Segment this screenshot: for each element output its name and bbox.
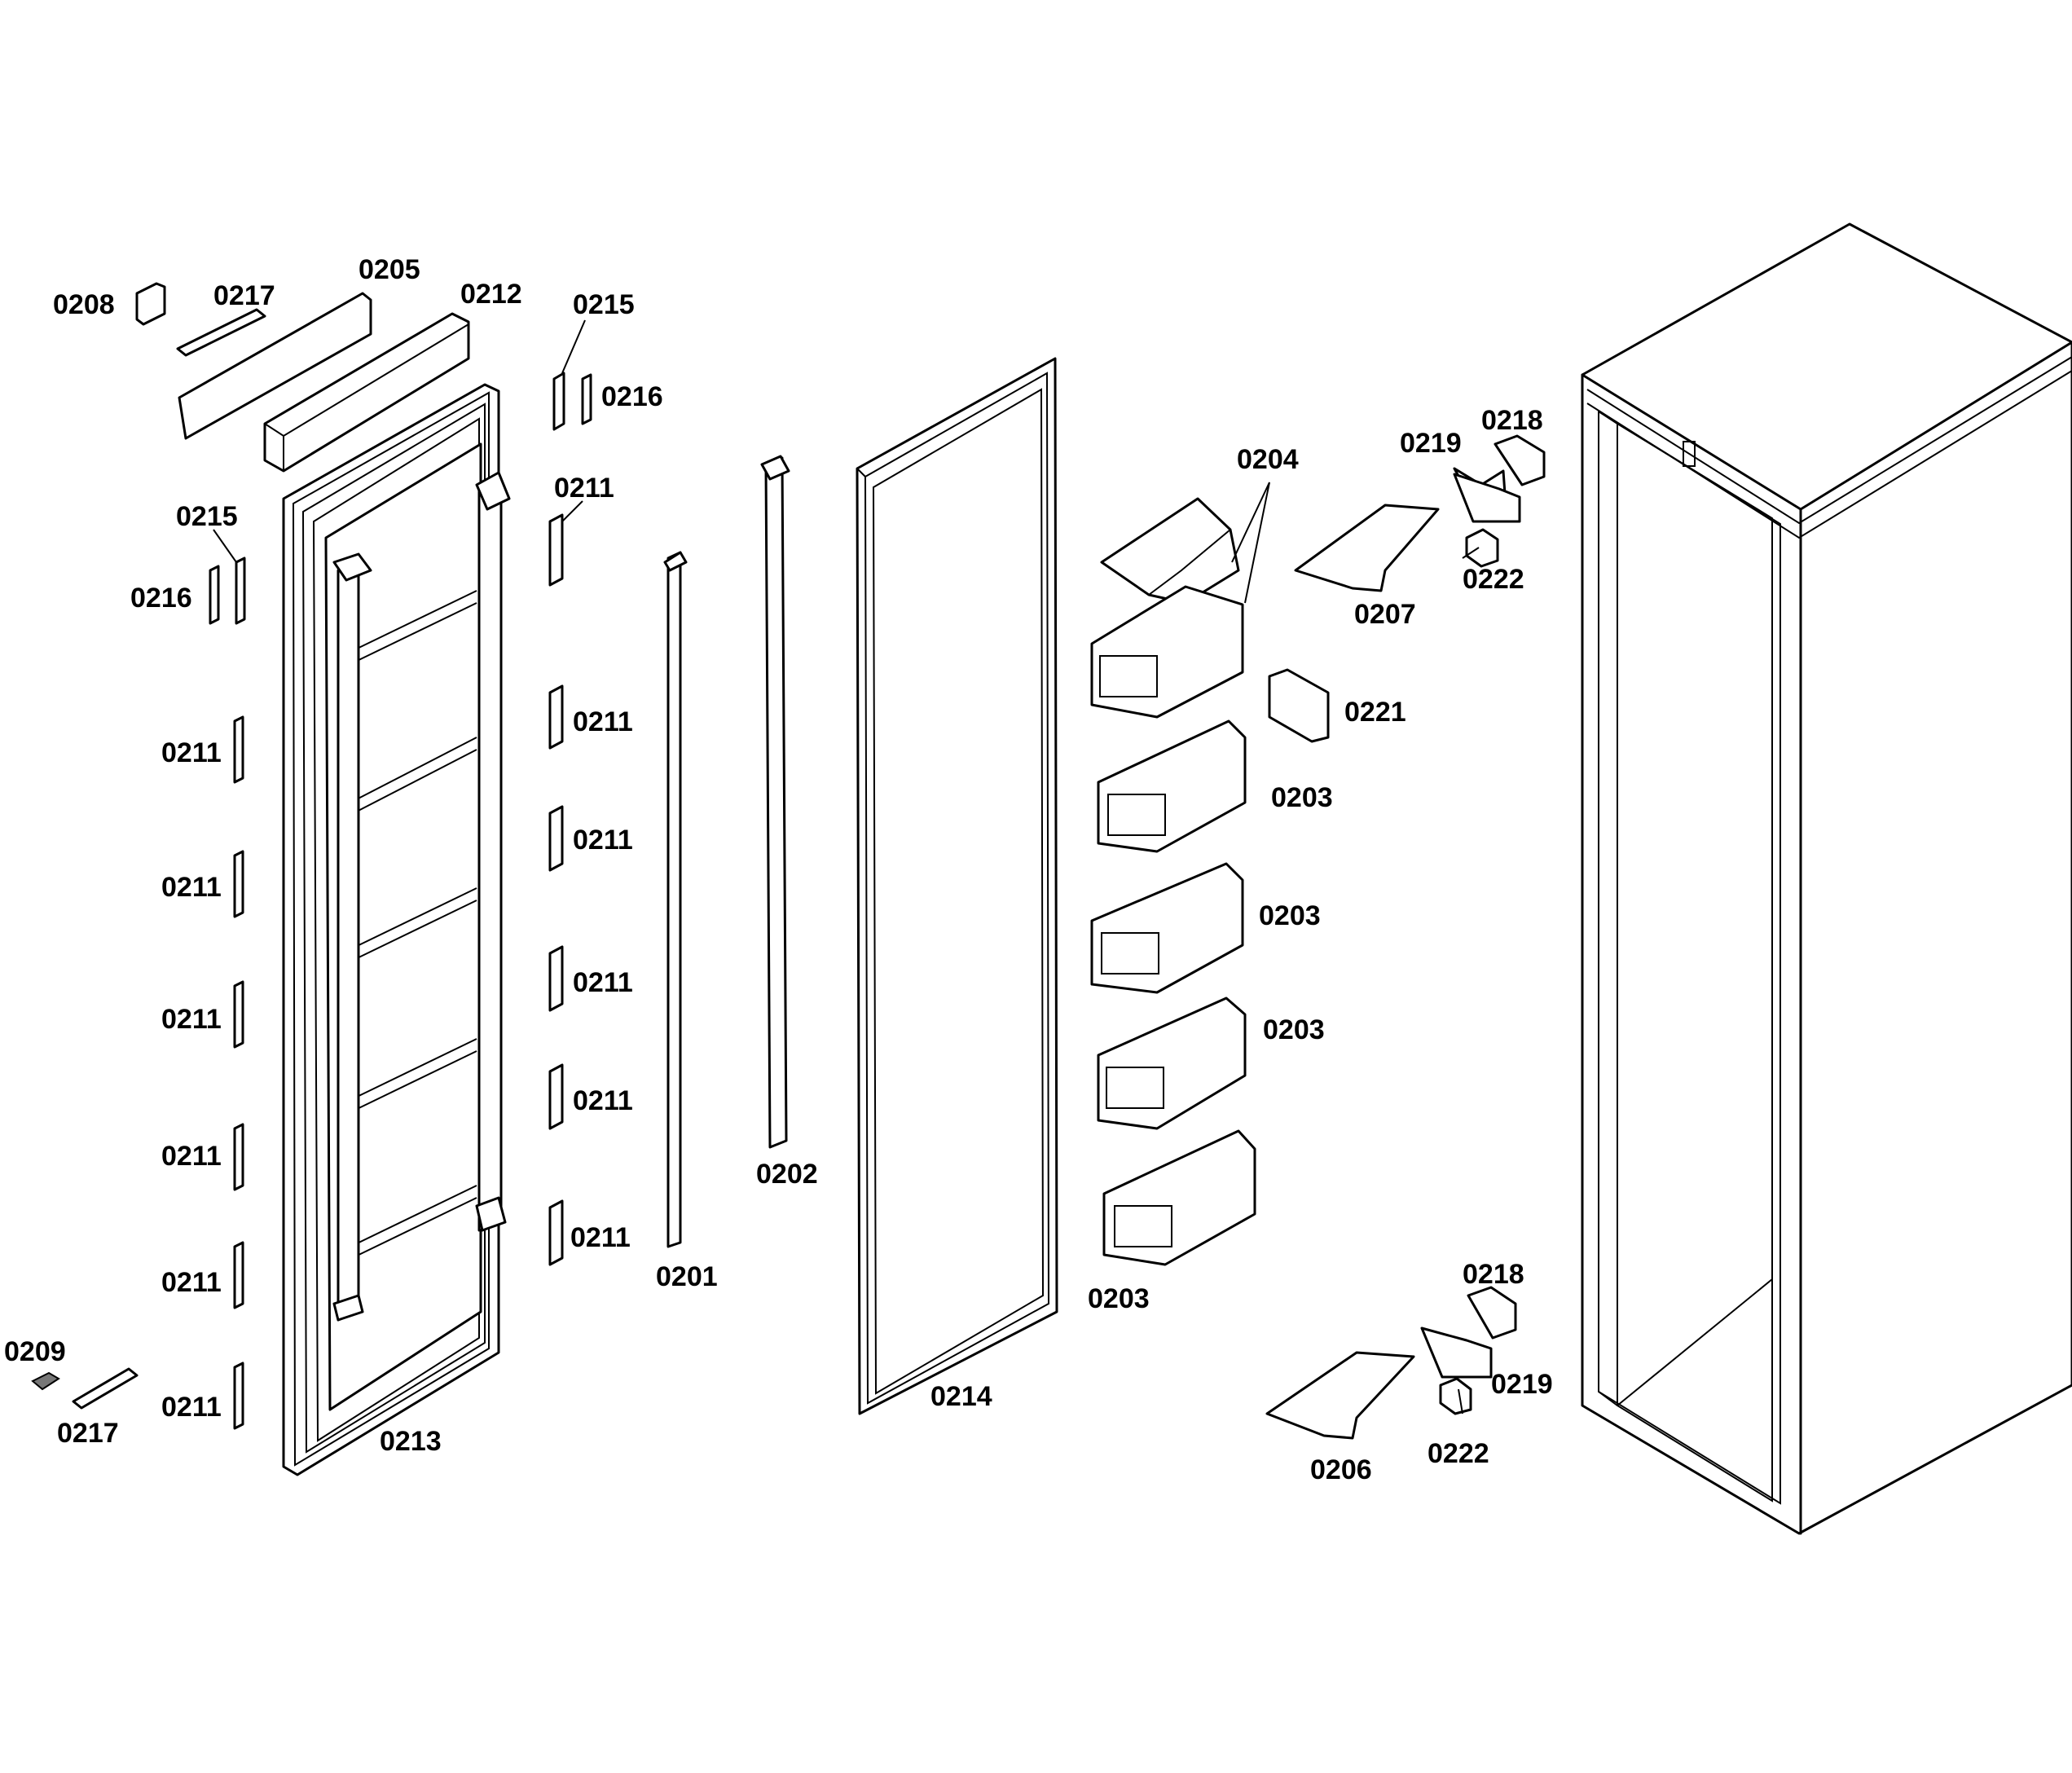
label-0215-upper: 0215 (573, 289, 635, 320)
label-0213: 0213 (380, 1426, 442, 1457)
door-liner-0213 (282, 383, 511, 1476)
top-parts (135, 282, 470, 473)
label-0208: 0208 (53, 289, 115, 320)
label-0211-left-5: 0211 (161, 1267, 222, 1298)
label-0203-2: 0203 (1259, 900, 1321, 931)
label-0211-right-4: 0211 (573, 967, 633, 998)
clip-parts (31, 372, 592, 1430)
label-0201: 0201 (656, 1261, 718, 1292)
breaker-strip-0201 (663, 551, 688, 1248)
label-0211-left-3: 0211 (161, 1004, 222, 1035)
label-0203-4: 0203 (1088, 1283, 1150, 1314)
label-0221: 0221 (1344, 697, 1406, 728)
label-0216-upper: 0216 (601, 381, 663, 412)
upper-hinge-assembly (1294, 434, 1546, 592)
part-labels: 0208 0217 0205 0212 0215 0216 0215 0216 … (4, 254, 1553, 1485)
label-0215-left: 0215 (176, 501, 238, 532)
label-0211-right-1: 0211 (554, 473, 614, 504)
label-0212: 0212 (460, 279, 522, 310)
label-0218-lower: 0218 (1463, 1259, 1524, 1290)
label-0211-right-5: 0211 (573, 1085, 633, 1116)
label-0217-top: 0217 (213, 280, 275, 311)
label-0206: 0206 (1310, 1454, 1372, 1485)
label-0216-left: 0216 (130, 583, 192, 614)
label-0219-lower: 0219 (1491, 1369, 1553, 1400)
label-0218-upper: 0218 (1481, 405, 1543, 436)
label-0222-lower: 0222 (1428, 1438, 1489, 1469)
label-0222-upper: 0222 (1463, 564, 1524, 595)
label-0219-upper: 0219 (1400, 428, 1462, 459)
lower-hinge-assembly (1265, 1286, 1517, 1440)
label-0211-right-3: 0211 (573, 825, 633, 856)
label-0211-left-1: 0211 (161, 737, 222, 768)
label-0211-left-2: 0211 (161, 872, 222, 903)
refrigerator-cabinet (1581, 222, 2072, 1535)
label-0209: 0209 (4, 1336, 66, 1367)
label-0205: 0205 (359, 254, 420, 285)
label-0211-right-2: 0211 (573, 706, 633, 737)
label-0202: 0202 (756, 1159, 818, 1190)
label-0211-left-6: 0211 (161, 1392, 222, 1423)
label-0214: 0214 (930, 1381, 992, 1412)
label-0211-right-6: 0211 (570, 1222, 631, 1253)
breaker-strip-0202 (760, 455, 790, 1149)
basket-stack (1090, 497, 1330, 1266)
label-0211-left-4: 0211 (161, 1141, 222, 1172)
label-0203-1: 0203 (1271, 782, 1333, 813)
leader-lines (213, 319, 1480, 1414)
label-0203-3: 0203 (1263, 1014, 1325, 1045)
label-0217-lower: 0217 (57, 1418, 119, 1449)
door-panel-0214 (856, 357, 1058, 1415)
label-0204: 0204 (1237, 444, 1299, 475)
label-0207: 0207 (1354, 599, 1416, 630)
